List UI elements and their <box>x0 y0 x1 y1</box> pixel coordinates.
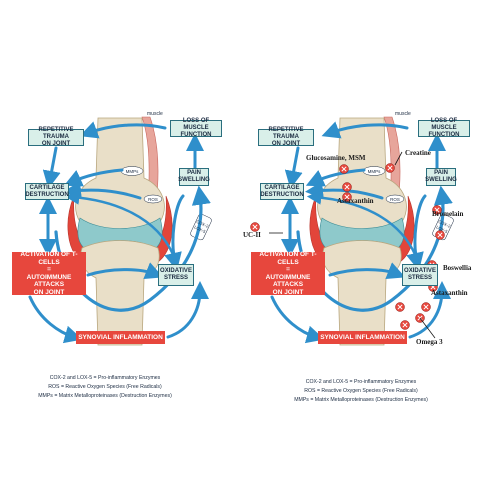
inhibition-x-icon <box>397 304 403 310</box>
repetitive-trauma-box-left: REPETITIVE TRAUMA ON JOINT <box>28 127 84 147</box>
cox-lox-line: LOX-5 <box>193 224 207 234</box>
note-omega-3: Omega 3 <box>416 338 443 346</box>
panel-right-arrow-pain-down <box>406 194 427 271</box>
loss-muscle-function-box-left: LOSS OF MUSCLE FUNCTION <box>170 118 222 138</box>
panel-right-ros-bubble <box>385 194 405 204</box>
pain-swelling-box-right: PAIN SWELLING <box>425 168 457 186</box>
panel-left-arrow-activation-to-synovial <box>28 295 83 344</box>
panel-left-ros-bubble <box>143 194 163 204</box>
panel-right-tibia <box>322 240 402 346</box>
cox-lox-line: COX-2 <box>196 219 210 229</box>
panel-left-ros-text: ROS <box>148 197 158 202</box>
panel-left-arrow-mmps-to-cartilage <box>63 168 124 187</box>
panel-left-tibia <box>80 240 160 346</box>
pointer-creatine <box>394 151 403 166</box>
oxidative-stress-box-right: OXIDATIVE STRESS <box>402 264 438 286</box>
note-bromelain: Bromelain <box>432 210 464 218</box>
inhibition-x-icon <box>387 165 393 171</box>
inhibition-x-icon <box>402 322 408 328</box>
legend-line-cox-lox: COX-2 and LOX-5 = Pro-inflammatory Enzym… <box>305 379 417 385</box>
legend-line-ros: ROS = Reactive Oxygen Species (Free Radi… <box>304 388 418 394</box>
inhibition-x-icon <box>434 207 440 213</box>
panel-left-arrow-activation-to-stress <box>86 262 164 280</box>
cartilage-destruction-box-right: CARTILAGE DESTRUCTION <box>260 183 304 200</box>
note-uc-ii: UC-II <box>243 231 261 239</box>
panel-right-ros-text: ROS <box>390 197 400 202</box>
inhibition-x-icon <box>341 166 347 172</box>
inhibition-x-icon <box>423 304 429 310</box>
panel-left-arrow-loss-to-trauma <box>79 121 167 139</box>
loss-muscle-function-box-right: LOSS OF MUSCLE FUNCTION <box>418 118 470 138</box>
panel-right-arrow-stress-to-cartilage <box>306 190 420 264</box>
panel-left-mmps-text: MMPs <box>126 169 139 174</box>
panel-left-arrow-synovial-to-stress <box>166 281 209 339</box>
activation-t-cells-box-left: ACTIVATION OF T-CELLS = AUTOIMMUNE ATTAC… <box>12 251 86 296</box>
legend-line-mmps: MMPs = Matrix Metalloproteinases (Destru… <box>38 393 172 399</box>
activation-t-cells-box-right: ACTIVATION OF T-CELLS = AUTOIMMUNE ATTAC… <box>251 251 325 296</box>
oxidative-stress-box-left: OXIDATIVE STRESS <box>158 264 194 286</box>
legend-line-cox-lox: COX-2 and LOX-5 = Pro-inflammatory Enzym… <box>49 375 161 381</box>
panel-right-mmps-text: MMPs <box>368 169 381 174</box>
inhibition-x-icon <box>437 232 443 238</box>
legend-line-ros: ROS = Reactive Oxygen Species (Free Radi… <box>48 384 162 390</box>
repetitive-trauma-box-right: REPETITIVE TRAUMA ON JOINT <box>258 127 314 147</box>
panel-left-arrow-trauma-to-cartilage <box>42 146 61 189</box>
pain-swelling-box-left: PAIN SWELLING <box>178 168 210 186</box>
cox-lox-line: COX-2 <box>438 219 452 229</box>
muscle-label-right: muscle <box>395 111 411 117</box>
cox-lox-line: LOX-5 <box>435 224 449 234</box>
legend-line-mmps: MMPs = Matrix Metalloproteinases (Destru… <box>294 397 428 403</box>
cartilage-destruction-box-left: CARTILAGE DESTRUCTION <box>25 183 69 200</box>
panel-left-arrow-stress-to-cartilage <box>64 190 178 264</box>
legend-left: COX-2 and LOX-5 = Pro-inflammatory Enzym… <box>30 374 180 401</box>
panel-right-arrow-loss-to-trauma <box>321 121 409 139</box>
inhibition-x-icon <box>252 224 258 230</box>
panel-right-arrow-mmps-to-cartilage <box>305 168 366 187</box>
muscle-label-left: muscle <box>147 111 163 117</box>
note-creatine: Creatine <box>405 149 431 157</box>
note-boswellia: Boswellia <box>443 264 472 272</box>
panel-right-arrow-trauma-to-cartilage <box>284 146 303 189</box>
panel-right-arrow-synovial-to-stress <box>408 281 451 339</box>
note-astaxanthin-top: Astaxanthin <box>337 197 374 205</box>
inhibition-x-icon <box>344 194 350 200</box>
synovial-inflammation-box-right: SYNOVIAL INFLAMMATION <box>318 331 407 344</box>
synovial-inflammation-box-left: SYNOVIAL INFLAMMATION <box>76 331 165 344</box>
panel-left-arrow-pain-down <box>164 194 185 271</box>
panel-right-arrow-activation-to-synovial <box>270 295 325 344</box>
panel-right-arrow-activation-to-stress <box>328 262 406 280</box>
pointer-omega3 <box>419 317 436 339</box>
legend-right: COX-2 and LOX-5 = Pro-inflammatory Enzym… <box>286 378 436 405</box>
note-astaxanthin-bottom: Astaxanthin <box>431 289 468 297</box>
note-glucosamine-msm: Glucosamine, MSM <box>306 154 366 162</box>
inhibition-x-icon <box>344 184 350 190</box>
